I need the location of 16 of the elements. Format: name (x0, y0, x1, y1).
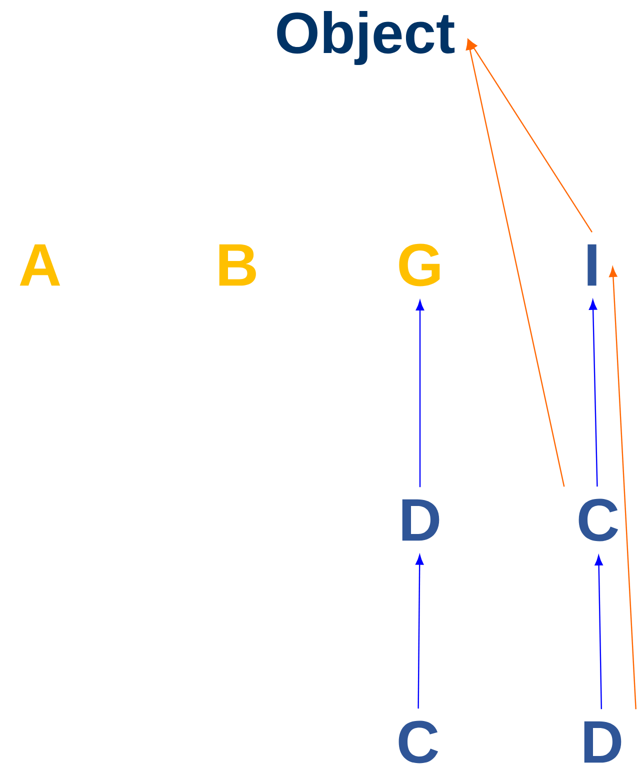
arrow (589, 300, 598, 487)
title-text: Object (277, 10, 455, 66)
class-label: C (398, 720, 438, 764)
class-label: C (578, 498, 618, 542)
class-label: D (402, 499, 440, 541)
arrow (609, 266, 636, 710)
class-label: I (588, 244, 596, 286)
class-label: A (20, 244, 60, 286)
arrow (594, 555, 603, 710)
class-label: D (584, 721, 622, 763)
arrow (416, 554, 424, 709)
class-label: G (399, 244, 440, 286)
class-label: B (219, 244, 256, 286)
arrow (468, 39, 593, 232)
arrow (416, 300, 424, 488)
arrow (466, 40, 565, 487)
